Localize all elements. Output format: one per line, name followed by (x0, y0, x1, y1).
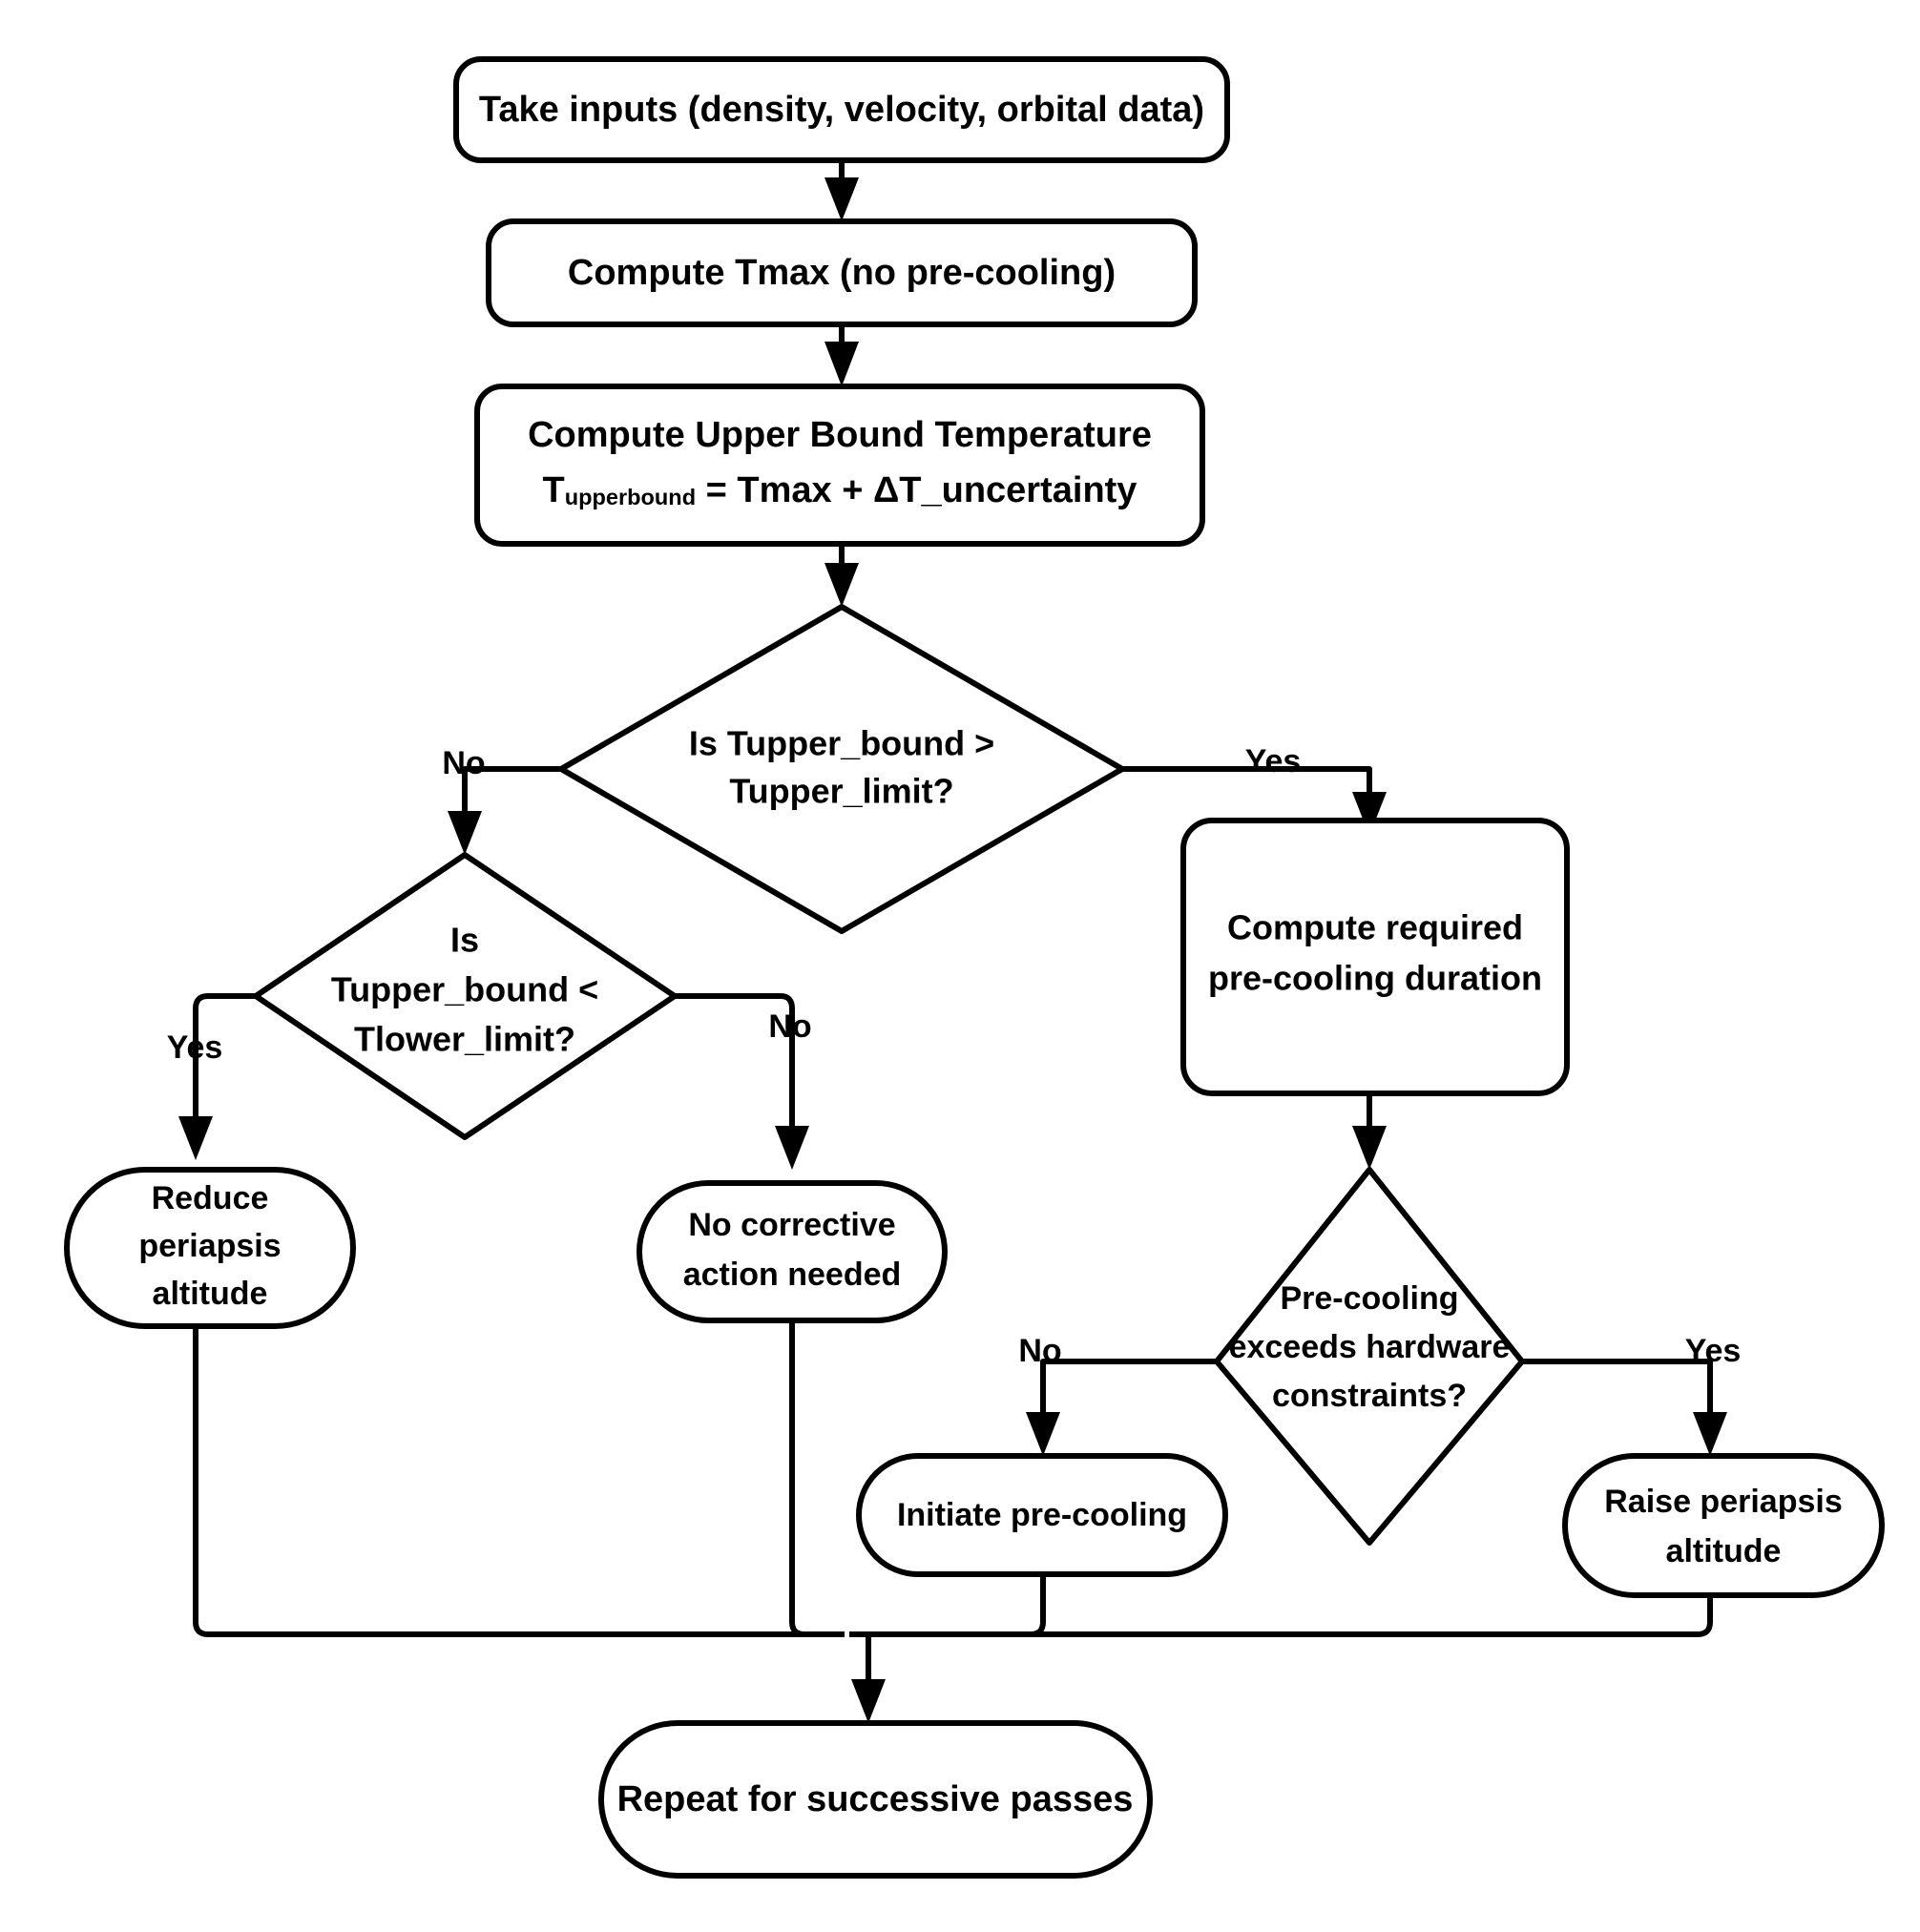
edge-label-lower-yes: Yes (167, 1029, 223, 1066)
edge-decision-lower-yes (178, 993, 256, 1160)
decision-hardware-line1: Pre-cooling (1280, 1280, 1458, 1317)
node-compute-upper-bound[interactable]: Compute Upper Bound Temperature Tupperbo… (474, 384, 1205, 547)
node-no-action[interactable]: No corrective action needed (637, 1180, 948, 1323)
no-action-line2: action needed (683, 1257, 902, 1293)
edge-label-upper-yes: Yes (1245, 743, 1302, 779)
node-reduce-periapsis[interactable]: Reduce periapsis altitude (64, 1167, 356, 1329)
node-compute-precool[interactable]: Compute required pre-cooling duration (1180, 818, 1570, 1096)
initiate-precooling-shape (856, 1453, 1228, 1577)
reduce-periapsis-line3: altitude (153, 1276, 268, 1312)
compute-upper-bound-formula: Tupperbound = Tmax + ΔT_uncertainty (543, 470, 1137, 510)
reduce-periapsis-shape (64, 1167, 356, 1329)
edge-decision-upper-no (448, 766, 561, 855)
edge-upperbound-to-decision-upper (824, 544, 859, 607)
edge-precool-to-decision-hardware (1352, 1093, 1387, 1170)
decision-lower-line1: Is (450, 921, 479, 960)
decision-hardware-line3: constraints? (1272, 1378, 1467, 1414)
formula-suffix: = Tmax + ΔT_uncertainty (696, 470, 1137, 510)
decision-upper-line2: Tupper_limit? (729, 772, 953, 811)
take-inputs-label: Take inputs (density, velocity, orbital … (479, 90, 1204, 130)
decision-hardware-line2: exceeds hardware (1229, 1329, 1511, 1365)
edge-reduce-to-bus (193, 1326, 840, 1637)
decision-lower-line3: Tlower_limit? (354, 1020, 575, 1059)
edge-label-upper-no: No (442, 745, 485, 781)
edge-label-hardware-no: No (1018, 1333, 1061, 1369)
edge-decision-hardware-yes (1522, 1359, 1727, 1456)
compute-precool-shape (1180, 818, 1570, 1096)
node-decision-hardware[interactable]: Pre-cooling exceeds hardware constraints… (1214, 1167, 1525, 1546)
initiate-precooling-label: Initiate pre-cooling (897, 1497, 1187, 1533)
decision-lower-line2: Tupper_bound < (331, 970, 598, 1009)
decision-upper-shape (558, 604, 1125, 934)
edge-no-action-to-bus (789, 1320, 845, 1637)
raise-periapsis-line1: Raise periapsis (1604, 1484, 1842, 1520)
formula-prefix: T (543, 470, 565, 510)
reduce-periapsis-line2: periapsis (138, 1228, 281, 1264)
node-decision-lower[interactable]: Is Tupper_bound < Tlower_limit? (253, 852, 678, 1140)
reduce-periapsis-line1: Reduce (152, 1180, 269, 1216)
repeat-passes-shape (598, 1720, 1153, 1879)
node-raise-periapsis[interactable]: Raise periapsis altitude (1562, 1453, 1885, 1598)
edge-label-lower-no: No (768, 1008, 811, 1045)
edge-decision-lower-no (675, 993, 809, 1170)
edge-tmax-to-upperbound (824, 324, 859, 386)
compute-precool-line2: pre-cooling duration (1208, 959, 1542, 998)
decision-upper-line1: Is Tupper_bound > (689, 724, 994, 763)
no-action-line1: No corrective (688, 1207, 895, 1243)
edge-decision-upper-yes (1122, 766, 1387, 836)
compute-tmax-shape (486, 218, 1198, 327)
edge-bus-to-repeat (851, 1634, 886, 1723)
node-compute-tmax[interactable]: Compute Tmax (no pre-cooling) (486, 218, 1198, 327)
compute-tmax-label: Compute Tmax (no pre-cooling) (568, 253, 1116, 293)
compute-upper-bound-line1: Compute Upper Bound Temperature (528, 415, 1152, 455)
compute-precool-line1: Compute required (1227, 908, 1523, 947)
node-repeat-passes[interactable]: Repeat for successive passes (598, 1720, 1153, 1879)
edge-raise-periapsis-to-bus (854, 1595, 1713, 1637)
no-action-shape (637, 1180, 948, 1323)
formula-subscript: upperbound (565, 485, 696, 509)
raise-periapsis-line2: altitude (1666, 1533, 1782, 1569)
node-take-inputs[interactable]: Take inputs (density, velocity, orbital … (453, 56, 1230, 163)
take-inputs-shape (453, 56, 1230, 163)
edge-inputs-to-tmax (824, 160, 859, 221)
edge-label-hardware-yes: Yes (1685, 1333, 1742, 1369)
edge-initiate-precooling-to-bus (849, 1574, 1046, 1637)
raise-periapsis-shape (1562, 1453, 1885, 1598)
edge-decision-hardware-no (1026, 1359, 1217, 1456)
node-decision-upper[interactable]: Is Tupper_bound > Tupper_limit? (558, 604, 1125, 934)
repeat-passes-label: Repeat for successive passes (617, 1779, 1134, 1819)
decision-hardware-shape (1214, 1167, 1525, 1546)
node-initiate-precooling[interactable]: Initiate pre-cooling (856, 1453, 1228, 1577)
decision-lower-shape (253, 852, 678, 1140)
compute-upper-bound-shape (474, 384, 1205, 547)
